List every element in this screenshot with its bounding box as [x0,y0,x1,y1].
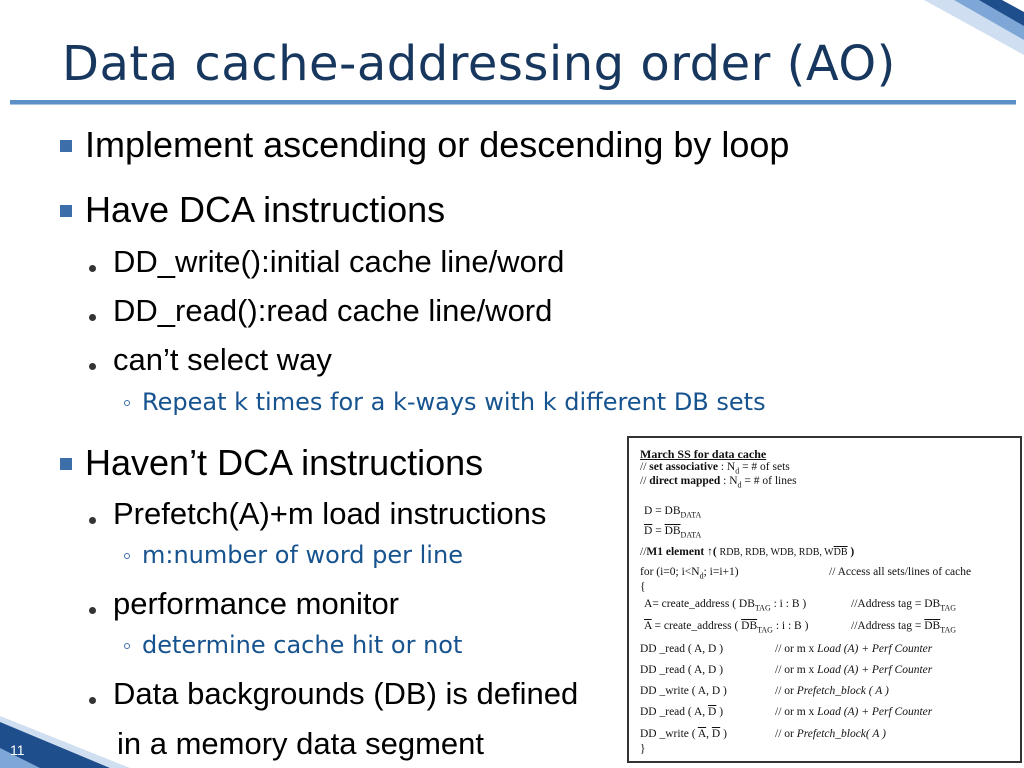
code-line-m1-element: //M1 element ↑( RDB, RDB, WDB, RDB, WDB … [640,546,855,558]
code-line-for-loop: for (i=0; i<Nd; i=i+1) [640,566,739,581]
code-comment-line: // or Prefetch_block( A ) [775,728,886,740]
sub-bullet-item: DD_write():initial cache line/word [113,244,565,279]
dot-bullet-icon [89,517,96,524]
dot-bullet-icon [89,607,96,614]
sub-sub-bullet-item: Repeat k times for a k-ways with k diffe… [142,388,766,416]
sub-bullet-item: performance monitor [113,586,400,621]
bullet-item: Have DCA instructions [85,189,446,230]
dot-bullet-icon [89,265,96,272]
code-comment-line: //Address tag = DBTAG [851,598,957,613]
code-comment-line: // or m x Load (A) + Perf Counter [775,643,933,655]
code-line-op: DD _read ( A, D ) [640,664,724,676]
ring-bullet-icon [124,643,130,649]
code-line-create-address: A= create_address ( DBTAG : i : B ) [644,598,807,613]
corner-decoration-top-right [924,0,1024,55]
dot-bullet-icon [89,697,96,704]
code-line-op: DD _write ( A, D ) [640,728,727,740]
square-bullet-icon [60,140,72,152]
march-algorithm-box: March SS for data cache // set associati… [627,436,1022,763]
slide-title: Data cache-addressing order (AO) [62,36,896,92]
sub-bullet-continuation: in a memory data segment [117,726,485,761]
code-comment-line: // or m x Load (A) + Perf Counter [775,706,933,718]
code-comment-line: // set associative : Nd = # of sets [640,461,790,476]
title-divider [10,100,1016,105]
sub-sub-bullet-item: determine cache hit or not [142,631,463,659]
code-line-create-address-complement: A = create_address ( DBTAG : i : B ) [644,620,809,635]
code-line-d-assign: D = DBDATA [644,505,702,520]
code-comment-line: // or Prefetch_block ( A ) [775,685,889,697]
code-comment-line: // or m x Load (A) + Perf Counter [775,664,933,676]
corner-decoration-bottom-left [0,716,130,768]
bullet-item: Implement ascending or descending by loo… [85,124,790,165]
sub-bullet-item: Prefetch(A)+m load instructions [113,496,547,531]
code-brace: } [640,743,646,755]
code-line-dbar-assign: D = DBDATA [644,525,702,540]
bullet-item: Haven’t DCA instructions [85,442,484,483]
sub-bullet-item: Data backgrounds (DB) is defined [113,676,579,711]
sub-bullet-item: can’t select way [113,342,332,377]
code-line-op: DD _read ( A, D ) [640,706,724,718]
ring-bullet-icon [124,400,130,406]
sub-sub-bullet-item: m:number of word per line [142,541,463,569]
algorithm-heading: March SS for data cache [640,447,767,461]
code-line-op: DD _write ( A, D ) [640,685,727,697]
dot-bullet-icon [89,314,96,321]
code-line-op: DD _read ( A, D ) [640,643,724,655]
code-comment-line: // direct mapped : Nd = # of lines [640,475,797,490]
code-brace: { [640,581,646,593]
dot-bullet-icon [89,363,96,370]
code-comment-line: //Address tag = DBTAG [851,620,957,635]
square-bullet-icon [60,205,72,217]
square-bullet-icon [60,458,72,470]
code-comment-line: // Access all sets/lines of cache [829,566,972,578]
ring-bullet-icon [124,553,130,559]
page-number: 11 [10,742,25,758]
sub-bullet-item: DD_read():read cache line/word [113,293,553,328]
